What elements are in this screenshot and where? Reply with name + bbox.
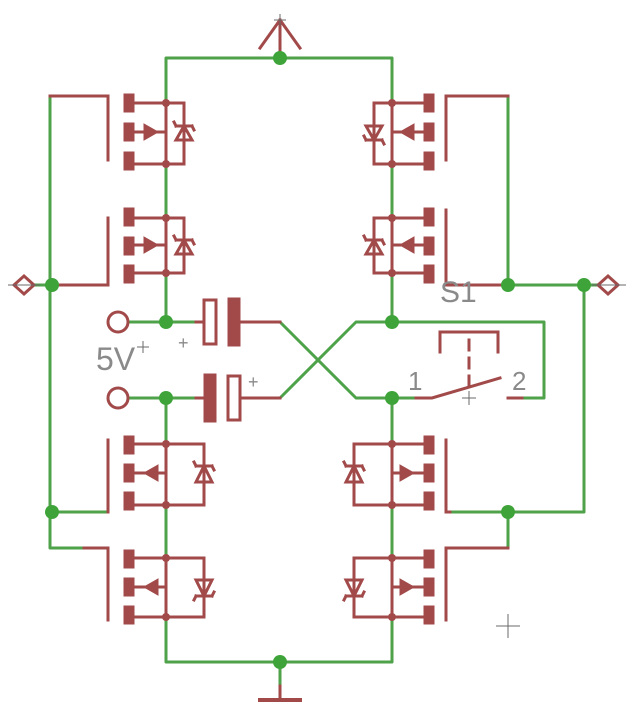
ground-icon <box>258 684 302 702</box>
mosfet-q7 <box>341 435 452 514</box>
wire-left-gate-bus-a <box>48 94 86 550</box>
capacitor-lower: + <box>194 372 282 423</box>
mosfet-q6 <box>82 546 217 625</box>
mosfet-q2 <box>48 207 197 287</box>
diamond-terminal-icon-right[interactable] <box>592 273 626 297</box>
mosfet-q5 <box>106 435 217 514</box>
wire-switch-loop <box>390 320 546 400</box>
crosshair-icon-5v <box>137 341 149 353</box>
supply-label: 5V <box>96 341 136 377</box>
cap-upper-plus-label: + <box>178 333 189 353</box>
wire-right-lower <box>448 283 586 514</box>
mosfet-q3 <box>361 93 510 171</box>
wire-cross-b <box>244 320 394 400</box>
crosshair-icon-origin <box>496 614 520 638</box>
mosfet-q8 <box>341 546 510 625</box>
cap-lower-plus-label: + <box>248 372 259 392</box>
switch-pin2-label: 2 <box>512 366 526 396</box>
capacitor-upper: + <box>178 297 282 353</box>
circle-terminal-icon-lower[interactable] <box>106 386 130 410</box>
nets <box>32 38 600 688</box>
mosfet-q4 <box>361 207 510 287</box>
switch-s1[interactable]: S1 1 2 <box>408 276 526 405</box>
switch-pin1-label: 1 <box>408 366 422 396</box>
circle-terminal-icon-upper[interactable] <box>106 310 130 334</box>
diamond-terminal-icon-left[interactable] <box>8 273 40 297</box>
mosfet-q1 <box>48 93 197 171</box>
switch-label: S1 <box>440 276 477 309</box>
junctions <box>45 51 591 669</box>
